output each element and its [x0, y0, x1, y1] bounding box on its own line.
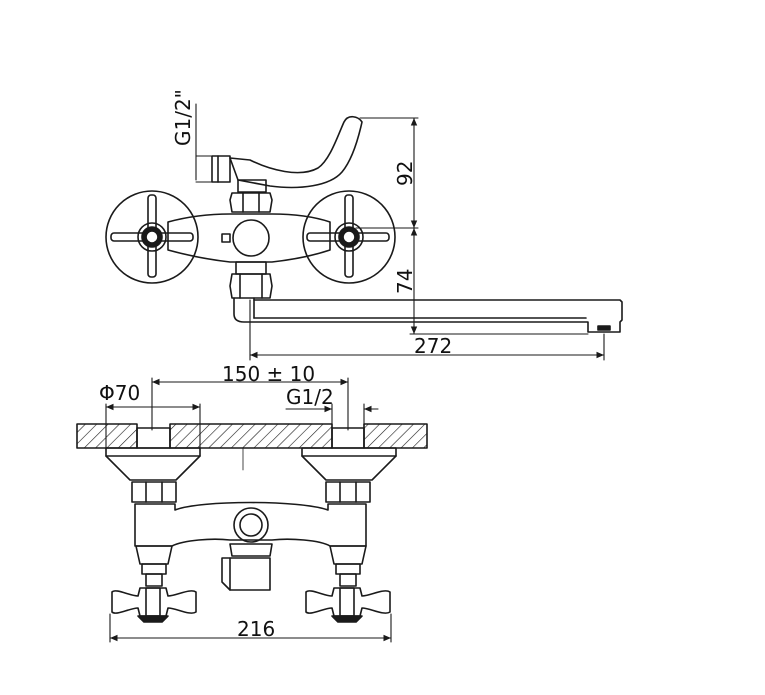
left-handle-side — [111, 587, 197, 617]
mixer-body-top — [134, 501, 367, 547]
left-cross-handle — [110, 194, 194, 278]
top-connector — [211, 155, 231, 183]
mixer-body — [167, 213, 331, 263]
wall-left — [76, 423, 138, 449]
spout — [233, 297, 623, 333]
thread-bottom-label: G1/2 — [286, 385, 334, 409]
center-diverter — [232, 219, 270, 257]
front-view — [105, 115, 623, 333]
center-distance-label: 150 ± 10 — [222, 362, 315, 386]
right-cross-handle — [306, 194, 390, 278]
right-flange — [302, 190, 396, 284]
left-wall-flange — [105, 447, 201, 481]
height-lower-label: 74 — [393, 269, 417, 294]
wall-right — [363, 423, 428, 449]
wall-middle — [169, 423, 333, 449]
diverter-top — [233, 507, 269, 543]
top-view — [76, 423, 428, 623]
lever-handle — [229, 115, 363, 189]
front-dimensions — [195, 103, 605, 361]
overall-width-label: 216 — [237, 617, 275, 641]
thread-top-label: G1/2" — [171, 89, 195, 146]
left-flange — [105, 190, 199, 284]
height-upper-label: 92 — [393, 161, 417, 186]
right-wall-flange — [301, 447, 397, 481]
right-handle-side — [305, 587, 391, 617]
spout-reach-label: 272 — [414, 334, 452, 358]
flange-diameter-label: Φ70 — [99, 381, 140, 405]
top-dimensions — [105, 377, 392, 643]
